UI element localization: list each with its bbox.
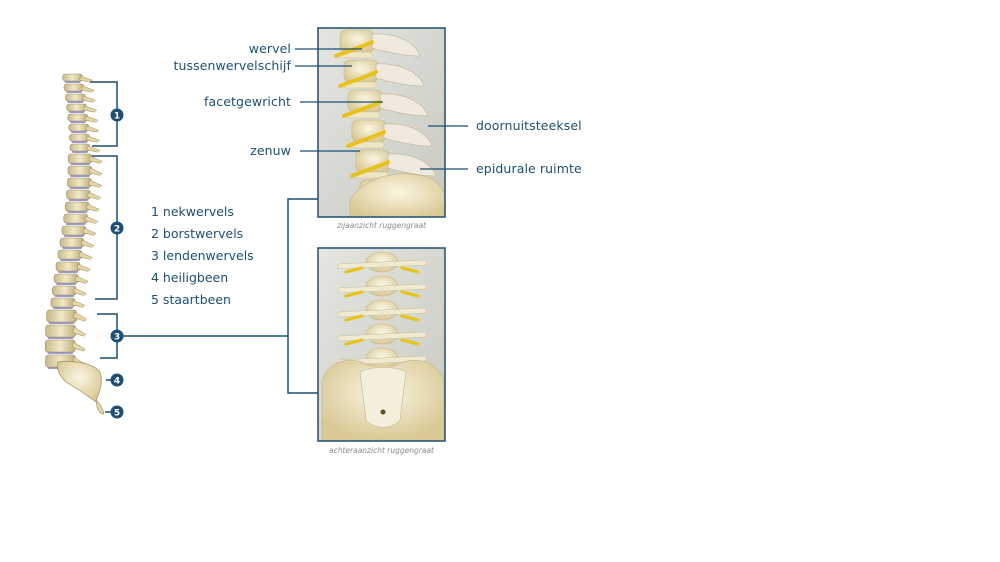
spine-process: [84, 215, 99, 224]
spine-vertebra: [67, 153, 93, 164]
badge-5: 5: [110, 405, 124, 419]
spine-vertebra: [67, 177, 92, 188]
rear-transverse: [337, 283, 427, 294]
spine-process: [72, 326, 87, 337]
badge-4: 4: [110, 373, 124, 387]
spine-process: [88, 155, 103, 164]
side-sacrum: [349, 173, 445, 217]
rear-transverse: [337, 307, 427, 318]
label-doornuitsteeksel: doornuitsteeksel: [476, 118, 582, 133]
side-view-photo: [317, 27, 446, 218]
coccyx: [95, 399, 105, 415]
spine-process: [72, 341, 86, 352]
rear-nerve-left: [344, 338, 364, 346]
side-view-caption: zijaanzicht ruggengraat: [337, 221, 426, 230]
spine-vertebra: [64, 201, 90, 212]
spine-vertebra: [57, 249, 83, 260]
spine-vertebra: [67, 165, 93, 176]
spine-process: [76, 263, 91, 272]
side-process: [383, 123, 433, 147]
side-process: [371, 33, 421, 57]
rear-transverse: [337, 331, 427, 342]
rear-nerve-left: [344, 314, 364, 322]
badge-3: 3: [110, 329, 124, 343]
spine-process: [88, 179, 102, 188]
spine-process: [73, 287, 87, 296]
spine-process: [80, 85, 95, 93]
badge-5-label: 5: [114, 409, 120, 419]
spine-vertebra: [52, 285, 77, 296]
rear-foramen: [380, 409, 386, 415]
spine-process: [87, 191, 101, 200]
legend-item-staartbeen: 5 staartbeen: [151, 292, 231, 307]
label-tussenwervelschijf: tussenwervelschijf: [173, 58, 291, 73]
spine-process: [86, 145, 101, 153]
spine-vertebra: [55, 261, 81, 272]
spine-vertebra: [45, 324, 76, 338]
spine-process: [84, 115, 99, 123]
spine-vertebra: [53, 273, 79, 284]
side-process: [387, 153, 437, 177]
spine-process: [83, 105, 98, 113]
rear-nerve-left: [344, 266, 364, 274]
spine-vertebra: [61, 225, 87, 236]
rear-nerve-right: [400, 314, 420, 322]
label-epidurale-ruimte: epidurale ruimte: [476, 161, 582, 176]
spine-vertebra: [59, 237, 85, 248]
spine-vertebra: [45, 339, 76, 353]
side-nerve: [338, 70, 378, 88]
side-nerve: [346, 130, 386, 148]
rear-nerve-right: [400, 266, 420, 274]
badge-2: 2: [110, 221, 124, 235]
side-process: [375, 63, 425, 87]
rear-nerve-right: [400, 290, 420, 298]
label-leaders: [295, 48, 468, 170]
label-zenuw: zenuw: [250, 143, 291, 158]
badge-1: 1: [110, 108, 124, 122]
badge-4-label: 4: [114, 377, 120, 387]
spine-vertebra: [66, 189, 91, 200]
connector-trunk: [287, 198, 318, 394]
spine-process: [85, 203, 100, 212]
legend-item-heiligbeen: 4 heiligbeen: [151, 270, 229, 285]
spine-process: [85, 125, 100, 133]
rear-sacrum: [359, 367, 407, 428]
rear-nerve-right: [400, 338, 420, 346]
spine-process: [80, 239, 95, 248]
legend-item-borstwervels: 2 borstwervels: [151, 226, 244, 241]
spine-process: [73, 311, 88, 322]
legend-item-lendenwervels: 3 lendenwervels: [151, 248, 254, 263]
rear-view-caption: achteraanzicht ruggengraat: [329, 446, 434, 455]
spine-process: [82, 227, 97, 236]
sacrum: [57, 360, 102, 403]
spine-process: [88, 167, 103, 176]
spine-process: [82, 95, 96, 103]
spine-process: [74, 275, 89, 284]
side-process: [379, 93, 429, 117]
spine-process: [78, 251, 93, 260]
badge-2-label: 2: [114, 225, 120, 235]
side-nerve: [350, 160, 390, 178]
spine-process: [71, 299, 86, 308]
side-nerve: [342, 100, 382, 118]
rear-nerve-left: [344, 290, 364, 298]
spine-illustration: [45, 73, 105, 415]
spine-vertebra: [63, 213, 89, 224]
label-facetgewricht: facetgewricht: [204, 94, 291, 109]
badge-1-label: 1: [114, 112, 120, 122]
spine-vertebra: [46, 309, 77, 323]
rear-view-photo: [317, 247, 446, 442]
spine-process: [86, 135, 100, 143]
legend-item-nekwervels: 1 nekwervels: [151, 204, 234, 219]
rear-transverse: [337, 259, 427, 270]
spine-vertebra: [50, 297, 76, 308]
badge-3-label: 3: [114, 333, 120, 343]
region-legend: 1 nekwervels 2 borstwervels 3 lendenwerv…: [151, 205, 254, 315]
label-wervel: wervel: [248, 41, 291, 56]
